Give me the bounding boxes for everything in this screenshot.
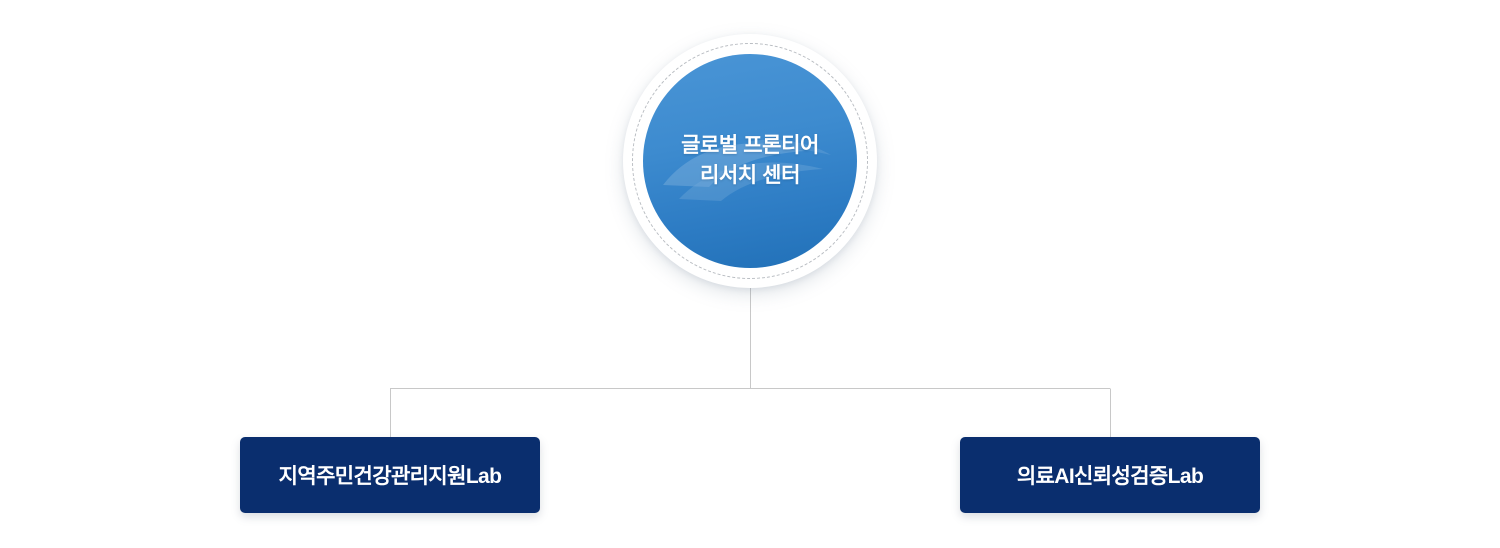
root-node-label: 글로벌 프론티어 리서치 센터 xyxy=(681,133,819,187)
lab-box-label: 의료AI신뢰성검증Lab xyxy=(1016,465,1204,488)
root-circle[interactable]: 글로벌 프론티어 리서치 센터 xyxy=(643,54,857,268)
root-dashed-ring xyxy=(632,43,868,279)
lab-box-label: 지역주민건강관리지원Lab xyxy=(278,465,502,488)
root-node[interactable]: 글로벌 프론티어 리서치 센터 xyxy=(623,34,877,288)
lab-box-medical-ai-reliability[interactable]: 의료AI신뢰성검증Lab xyxy=(960,437,1260,513)
lab-box-local-resident-health[interactable]: 지역주민건강관리지원Lab xyxy=(240,437,540,513)
